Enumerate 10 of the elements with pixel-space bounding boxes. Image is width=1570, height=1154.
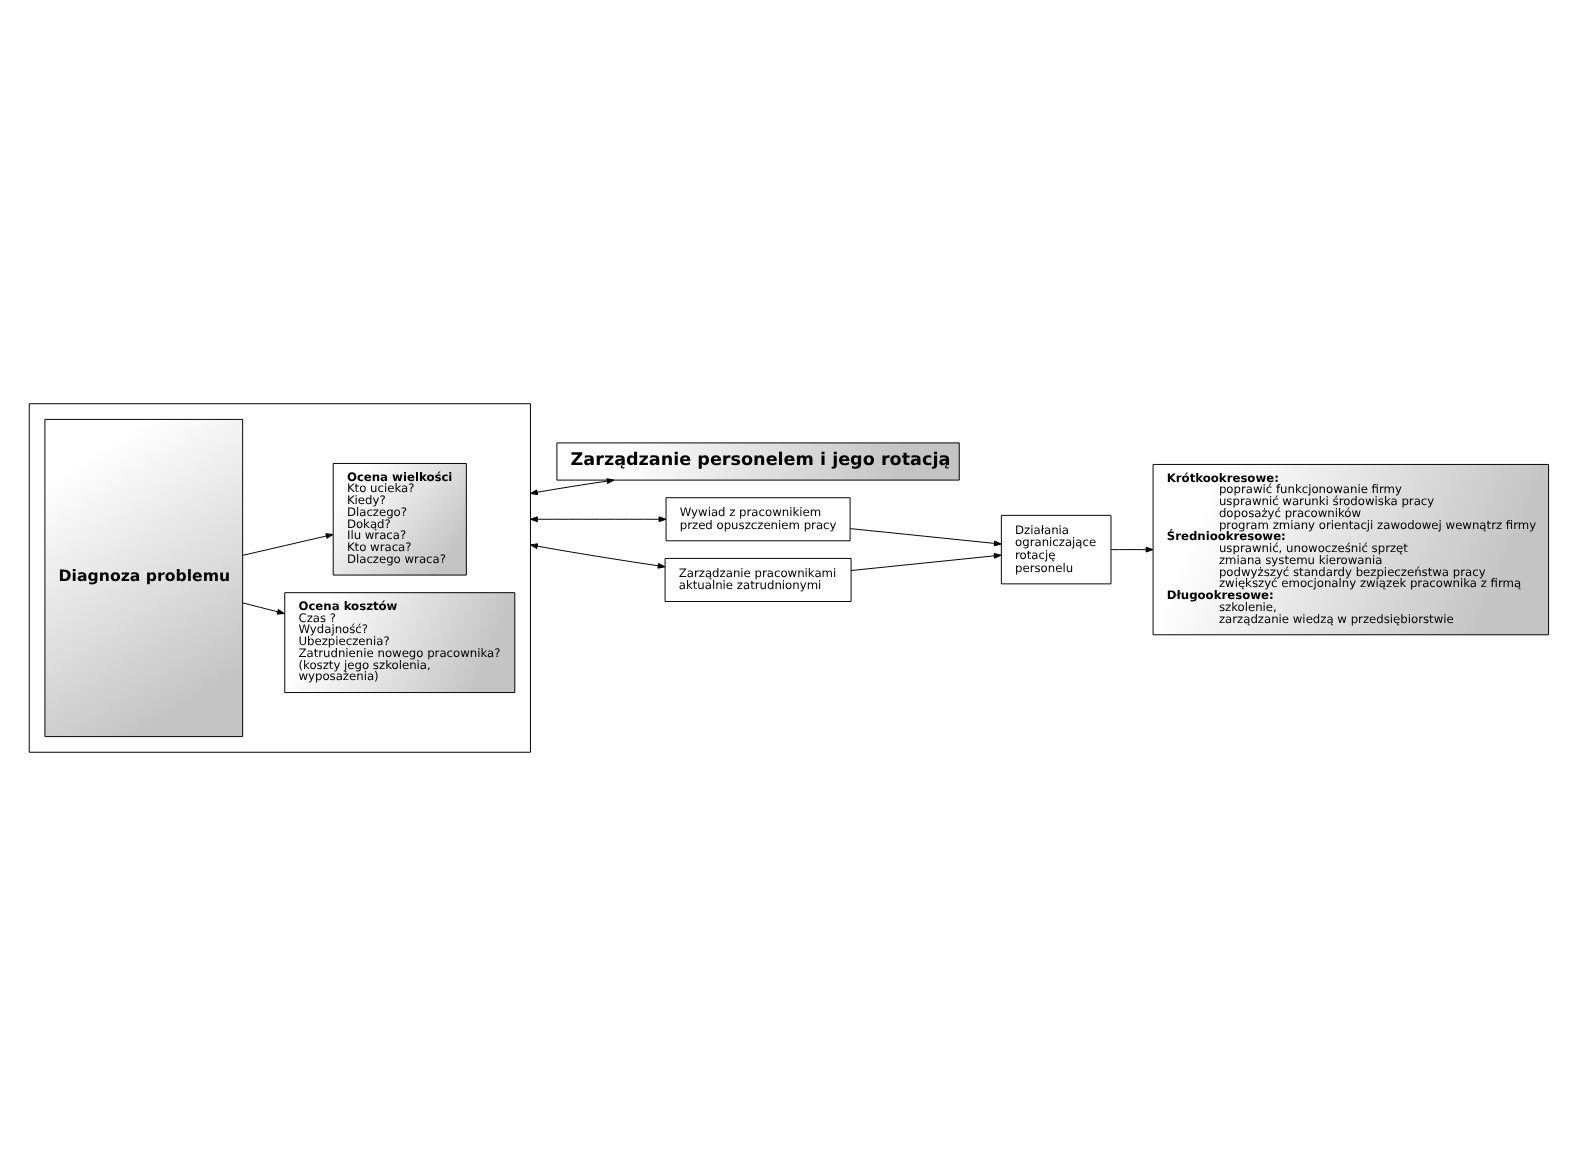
arrow: [849, 527, 1002, 546]
arrow: [242, 601, 285, 614]
arrow: [530, 477, 615, 495]
cluster: [28, 402, 531, 752]
arrow: [242, 532, 334, 555]
arrow: [530, 542, 666, 568]
arrow: [850, 551, 1002, 570]
arrow: [530, 515, 667, 522]
arrow: [1110, 545, 1154, 552]
node-box: Zarządzanie personelem i jego rotacją: [556, 441, 960, 480]
